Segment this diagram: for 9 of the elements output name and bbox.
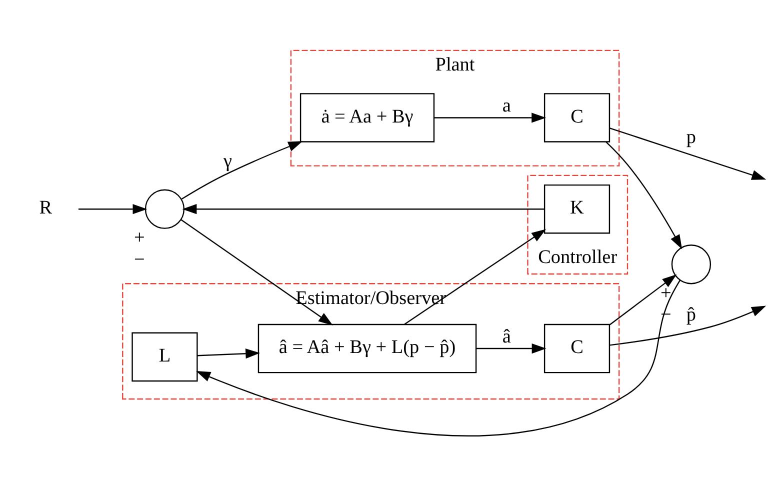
edge-label: γ [224,150,232,172]
edge-label: â [502,326,511,348]
node-text: R [39,198,52,219]
edge-label: a [502,95,511,116]
node-label: + [660,283,672,304]
node-label: + [134,228,145,249]
edge-label: p̂ [686,304,696,326]
edge-label: p [686,126,696,148]
node-label: − [134,249,145,270]
